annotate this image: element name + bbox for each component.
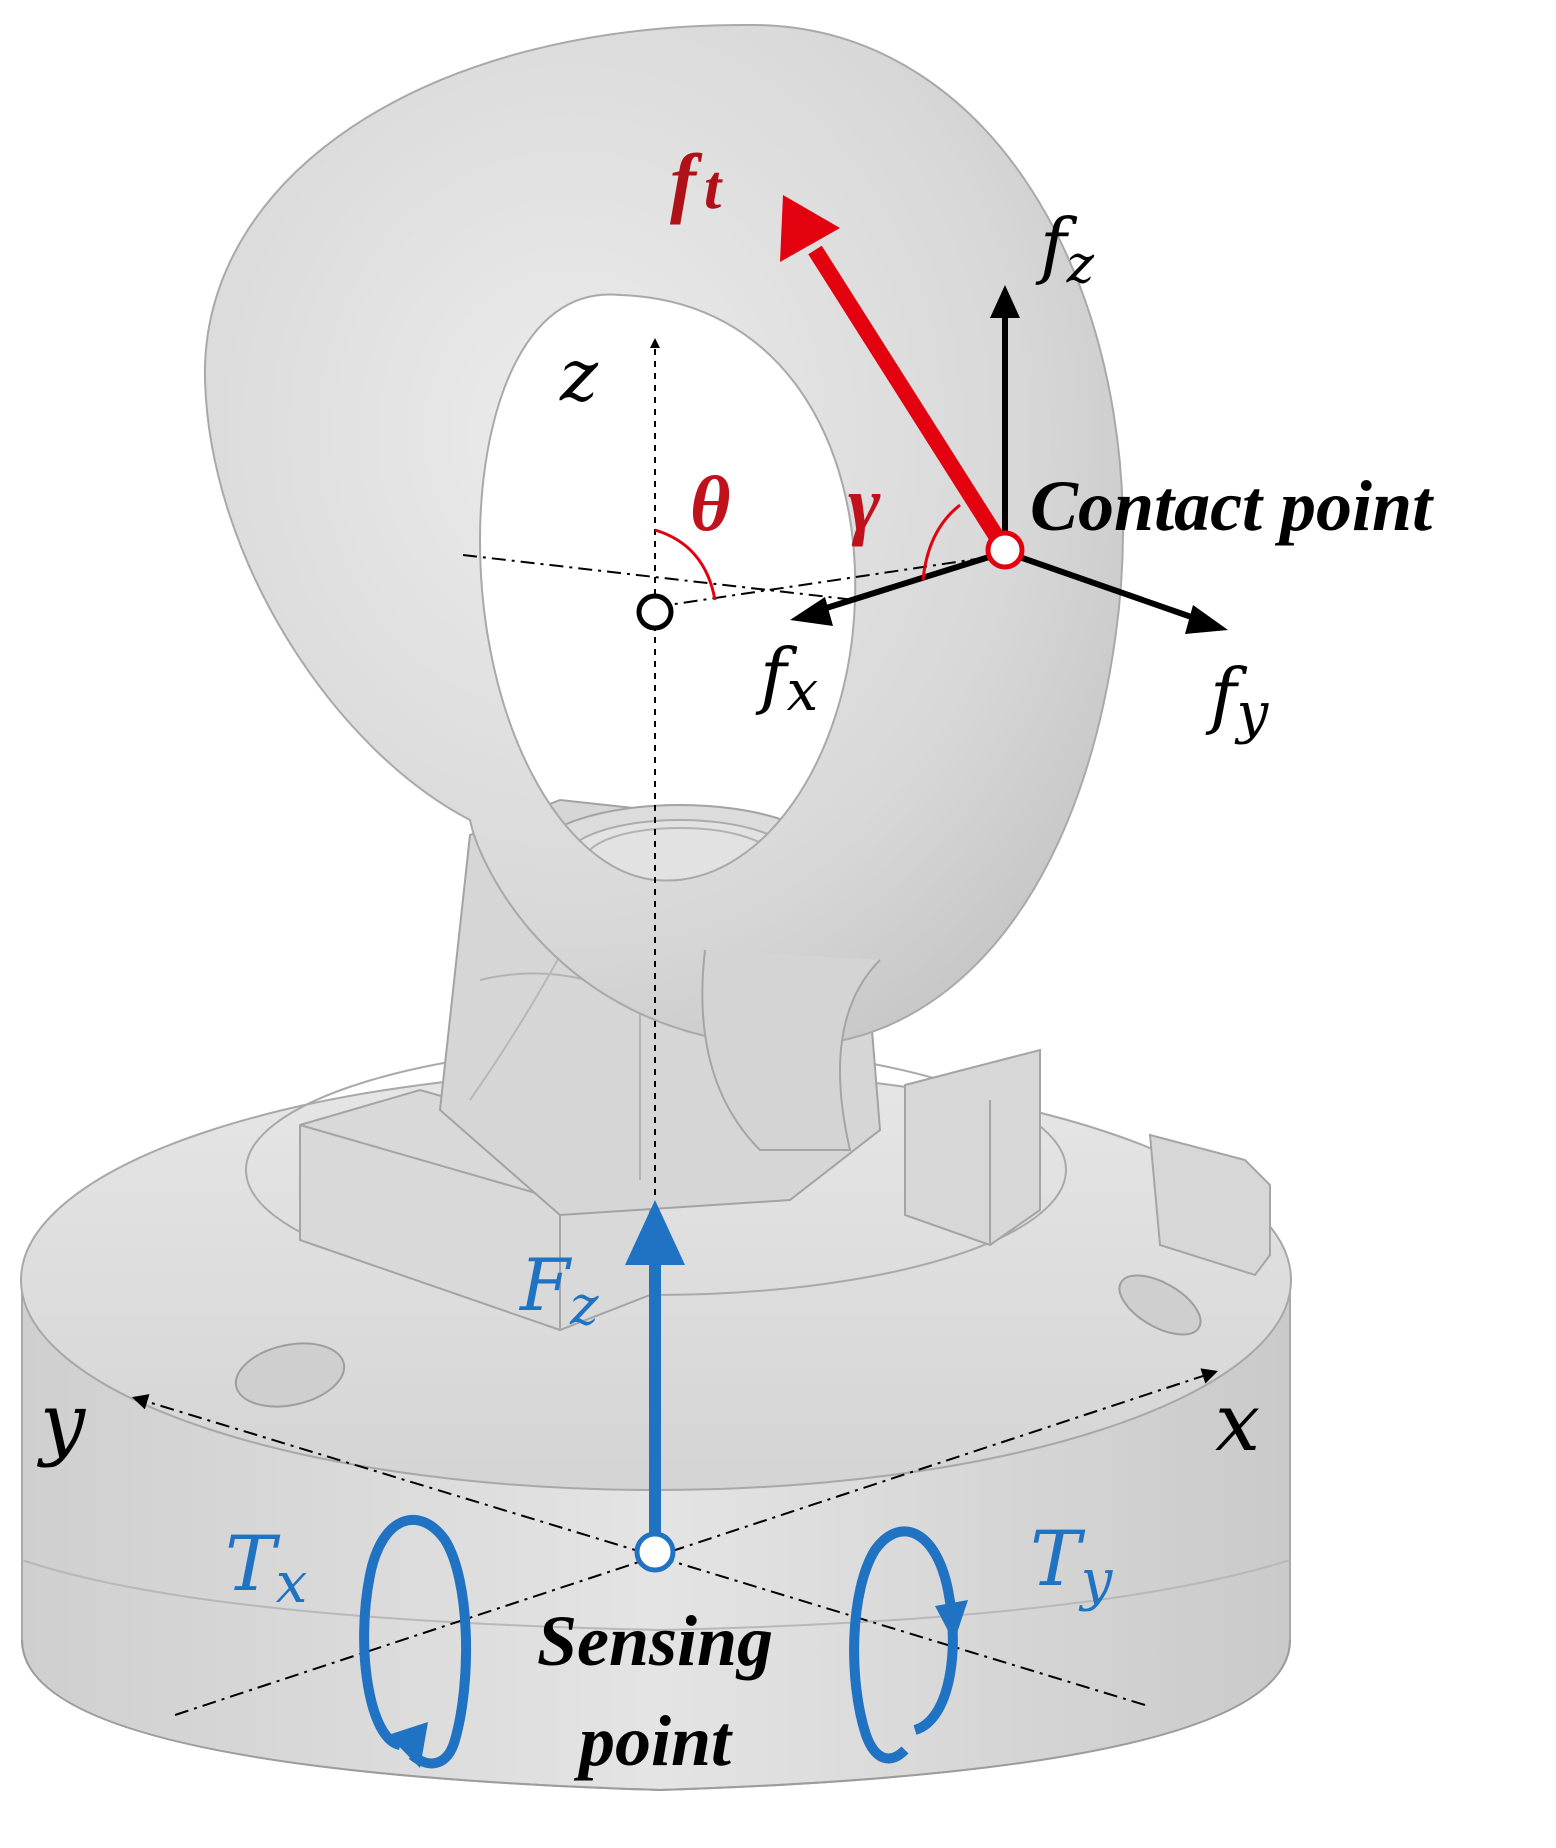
label-z-axis: z <box>559 333 599 417</box>
Ty-loop <box>849 1526 958 1764</box>
Tx-arrowhead <box>388 1722 428 1768</box>
contact-forces <box>636 195 1228 634</box>
label-Tx: Tx <box>225 1519 307 1616</box>
label-fz: fz <box>1035 203 1095 295</box>
label-sensing-line2: point <box>573 1701 733 1781</box>
contact-point-marker <box>985 530 1025 570</box>
label-Ty: Ty <box>1030 1514 1114 1613</box>
fy-arrowhead <box>1185 605 1228 634</box>
label-x-axis: x <box>1215 1376 1260 1469</box>
sensing-forces <box>359 1200 968 1769</box>
label-contact-point: Contact point <box>1030 466 1434 546</box>
ft-arrowhead <box>780 195 840 262</box>
fz-arrowhead <box>990 285 1020 318</box>
label-y-axis: y <box>37 1376 87 1469</box>
fx-arrowhead <box>790 597 833 626</box>
label-fy: fy <box>1205 653 1270 746</box>
gamma-arc <box>921 503 961 581</box>
Tx-loop <box>359 1515 472 1769</box>
sensing-point-marker <box>634 1531 676 1573</box>
Ty-arrowhead <box>935 1600 968 1642</box>
Fz-arrowhead <box>625 1200 685 1265</box>
label-fx: fx <box>755 633 818 724</box>
ring-center-point <box>636 593 674 631</box>
label-gamma: γ <box>848 460 881 547</box>
label-sensing-line1: Sensing <box>537 1601 773 1681</box>
label-Fz: Fz <box>518 1243 599 1337</box>
lifting-ring <box>203 23 1124 1151</box>
theta-arc <box>654 528 717 601</box>
label-theta: θ <box>690 460 731 547</box>
